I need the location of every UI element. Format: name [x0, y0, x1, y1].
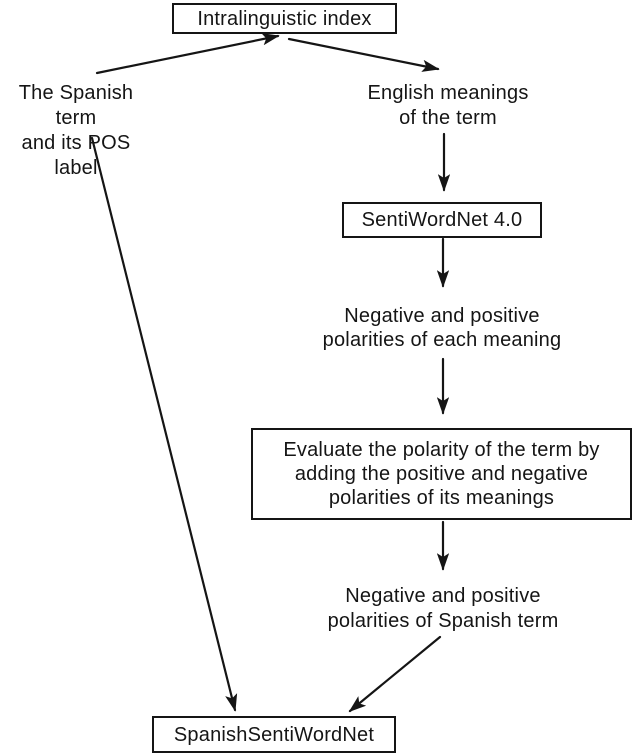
node-polarities-each-meaning: Negative and positive polarities of each… — [322, 305, 562, 351]
node-evaluate-polarity: Evaluate the polarity of the term by add… — [251, 428, 632, 520]
edge-polarities-spanish-term-to-spanish-sentiwordnet — [348, 635, 442, 713]
node-spanish-sentiwordnet: SpanishSentiWordNet — [152, 716, 396, 753]
edge-spanish-term-to-spanish-sentiwordnet — [90, 136, 238, 712]
edge-spanish-term-to-intralinguistic-index — [95, 33, 280, 75]
edge-intralinguistic-index-to-english-meanings — [287, 37, 440, 72]
node-spanish-term: The Spanish term and its POS label — [18, 82, 134, 179]
node-english-meanings: English meanings of the term — [367, 82, 529, 129]
node-polarities-spanish-term: Negative and positive polarities of Span… — [327, 585, 559, 632]
node-intralinguistic-index: Intralinguistic index — [172, 3, 397, 34]
node-sentiwordnet: SentiWordNet 4.0 — [342, 202, 542, 238]
